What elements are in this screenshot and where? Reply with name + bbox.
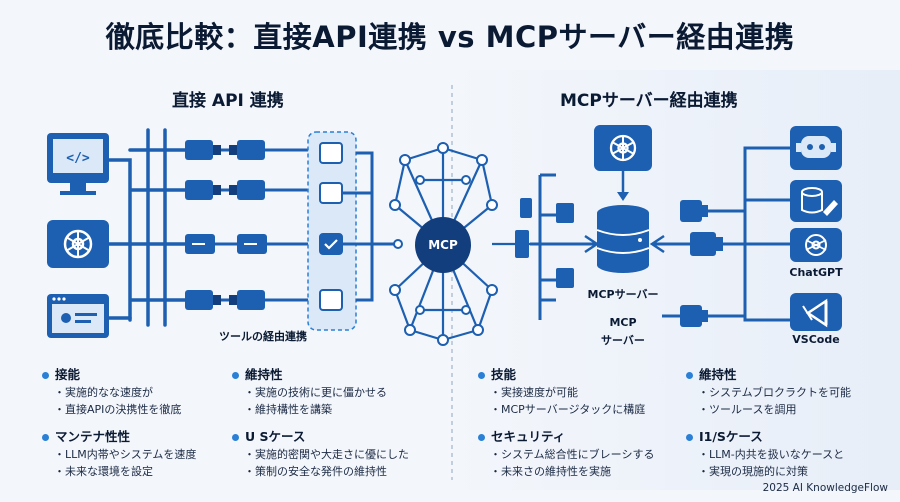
section-item: ・MCPサーバージタックに構庭 [490,403,646,416]
tool-chain-label: ツールの経由連携 [219,330,307,343]
section-item: ・実現の現施的に対策 [698,465,808,478]
section-item: ・ツールースを調用 [698,403,797,416]
section-item: ・システム総合性にブレーシする [490,448,655,461]
section-heading: セキュリティ [478,426,565,445]
footer-credit: 2025 AI KnowledgeFlow [762,482,888,494]
database-edit-icon [790,180,842,222]
section-item: ・実接速度が可能 [490,386,578,399]
left-column-title: 直接 API 連携 [172,91,284,111]
server-label-server: サーバー [601,334,645,347]
vscode-label: VSCode [792,333,840,346]
section-item: ・LLM内帯やシステムを速度 [54,448,197,461]
section-item: ・実施の技術に更に僵かせる [244,386,387,399]
section-item: ・LLM-内共を扱いなケースと [698,448,845,461]
section-heading: マンテナ性性 [42,426,130,445]
bot-client-icon [790,126,842,170]
section-heading: 維持性 [686,364,737,383]
openai-logo-icon [47,220,109,268]
section-heading: 技能 [478,364,516,383]
mcp-hub-label: MCP [428,238,458,252]
check-icon [324,239,338,250]
section-item: ・維持構性を講築 [244,403,332,416]
svg-text:</>: </> [66,151,90,166]
vscode-client-icon [790,293,842,331]
section-item: ・実施的なな速度が [54,386,153,399]
server-label: MCPサーバー [587,288,659,301]
monitor-code-icon: </> [47,133,109,195]
section-heading: I1/Sケース [686,426,763,445]
section-item: ・策制の安全な発件の維持性 [244,465,387,478]
left-wires [107,128,187,327]
connector-plugs [185,140,320,310]
server-label-mcp: MCP [609,316,637,329]
right-column-title: MCPサーバー経由連携 [560,91,738,111]
section-item: ・実施的密関や大走さに優にした [244,448,409,461]
section-item: ・未来な環境を設定 [54,465,153,478]
section-heading: 維持性 [232,364,283,383]
section-heading: 接能 [42,364,80,383]
section-item: ・直接APIの決携性を徹底 [54,403,182,416]
database-server-icon [596,205,650,273]
page-title: 徹底比較：直接API連携 vs MCPサーバー経由連携 [105,20,795,54]
section-heading: U Sケース [232,426,305,445]
section-item: ・システムブロクラクトを可能 [698,386,852,399]
mcp-hub-circle [415,217,471,273]
section-item: ・未来さの維持性を実施 [490,465,611,478]
chatgpt-client-icon [790,228,842,262]
chatgpt-label: ChatGPT [789,266,843,279]
tool-chain-box [307,131,357,331]
browser-window-icon [47,294,109,338]
openai-server-icon [594,125,652,171]
